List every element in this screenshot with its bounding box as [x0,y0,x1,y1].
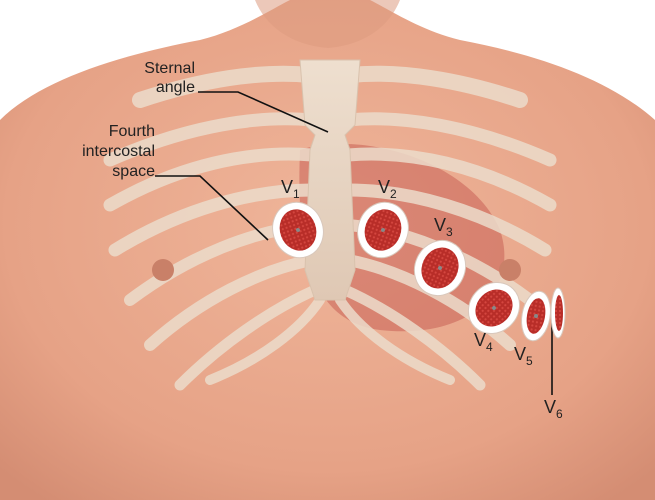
intercostal-line-1: Fourth [109,123,155,140]
v6-lead-letter: V [544,397,556,417]
v1-lead-letter: V [281,177,293,197]
v2-lead-letter: V [378,177,390,197]
sternal-angle-line-2: angle [156,79,195,96]
v5-lead-letter: V [514,344,526,364]
left-nipple [152,259,174,281]
v5-lead-number: 5 [526,354,533,368]
electrode-v6 [551,288,565,338]
v3-lead-letter: V [434,215,446,235]
right-nipple [499,259,521,281]
sternal-angle-line-1: Sternal [144,60,195,77]
v3-lead-number: 3 [446,225,453,239]
v2-lead-number: 2 [390,187,397,201]
intercostal-line-3: space [112,163,155,180]
sternum [300,60,360,300]
v4-lead-number: 4 [486,340,493,354]
v4-lead-letter: V [474,330,486,350]
v1-lead-number: 1 [293,187,300,201]
electrode-gel [555,295,563,331]
v6-lead-number: 6 [556,407,563,421]
intercostal-line-2: intercostal [82,143,155,160]
